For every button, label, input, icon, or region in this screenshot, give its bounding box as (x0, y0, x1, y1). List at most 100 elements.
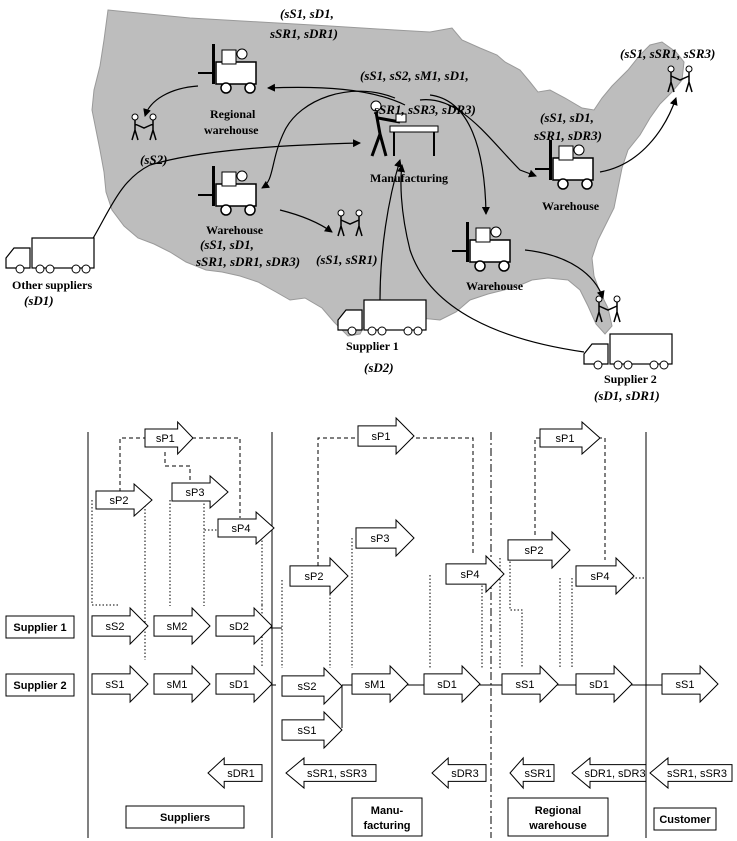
process-arrow-shape (281, 666, 343, 706)
process-arrow-shape (215, 664, 273, 704)
row-label-supplier2: Supplier 2 (13, 680, 66, 692)
process-arrow-man-sP1: sP1 (357, 416, 415, 456)
us-map (91, 9, 685, 337)
process-arrow-cus-sS1: sS1 (661, 664, 719, 704)
section-labels: Suppliers Manu- facturing Regional wareh… (125, 797, 717, 837)
process-arrow-label: sD1 (229, 679, 249, 691)
supplier1-codes: (sD2) (364, 360, 394, 375)
regional-warehouse-name-2: warehouse (204, 123, 259, 137)
supplier2-name: Supplier 2 (604, 372, 657, 386)
process-arrow-shape (661, 664, 719, 704)
flow-west-warehouse-to-customer (279, 209, 333, 233)
return-arrow-label: sDR1, sDR3 (584, 768, 645, 780)
section-label-customer: Customer (659, 814, 711, 826)
east-warehouse-name: Warehouse (542, 199, 600, 213)
regional-warehouse-codes-1: (sS1, sD1, (280, 6, 334, 21)
process-arrow-reg-sD1: sD1 (575, 664, 633, 704)
return-arrow-label: sSR1, sSR3 (667, 768, 727, 780)
process-arrow-shape (91, 664, 149, 704)
process-arrow-label: sM2 (167, 621, 188, 633)
section-label-suppliers: Suppliers (160, 812, 210, 824)
forklift-icon (198, 44, 257, 94)
process-arrow-man-sS1: sS1 (281, 710, 343, 750)
manufacturing-codes-1: (sS1, sS2, sM1, sD1, (360, 68, 469, 83)
process-arrow-label: sS2 (298, 681, 317, 693)
other-suppliers-codes: (sD1) (24, 293, 54, 308)
us-map-shape (91, 9, 685, 337)
process-arrow-man-sP2: sP2 (289, 556, 349, 596)
flow-connectors (264, 627, 662, 728)
process-arrow-man-sS2: sS2 (281, 666, 343, 706)
process-arrow-label: sS1 (516, 679, 535, 691)
process-arrow-man-sP4: sP4 (445, 554, 505, 594)
south-warehouse-name: Warehouse (466, 279, 524, 293)
return-arrow-shape (571, 756, 647, 790)
process-arrow-label: sP2 (305, 571, 324, 583)
process-arrow-shape (95, 482, 153, 518)
return-arrow-reg-return2: sDR1, sDR3 (571, 756, 647, 790)
ne-customer-codes: (sS1, sSR1, sSR3) (620, 46, 715, 61)
map-flow-arrows (91, 83, 678, 353)
process-arrow-shape (153, 664, 211, 704)
return-arrow-label: sSR1, sSR3 (307, 768, 367, 780)
process-arrow-label: sP2 (525, 545, 544, 557)
row-label-supplier1: Supplier 1 (13, 622, 66, 634)
mid-customer-codes: (sS1, sSR1) (316, 252, 377, 267)
customer-handover-icon (667, 65, 693, 93)
regional-warehouse-codes-2: sSR1, sDR1) (269, 26, 338, 41)
process-arrow-shape (171, 474, 229, 510)
process-arrow-label: sS2 (106, 621, 125, 633)
process-arrow-sup-sD2: sD2 (215, 606, 273, 646)
process-arrow-sup-sM2: sM2 (153, 606, 211, 646)
return-arrow-shape (649, 756, 733, 790)
flow-manufacturing-to-east-warehouse (419, 99, 537, 178)
section-label-manufacturing-1: Manu- (371, 805, 404, 817)
customer-handover-icon (131, 113, 157, 141)
east-warehouse-codes-1: (sS1, sD1, (540, 110, 594, 125)
process-arrow-label: sM1 (365, 679, 386, 691)
west-warehouse-codes-2: sSR1, sDR1, sDR3) (195, 254, 300, 269)
process-arrow-label: sP4 (591, 571, 610, 583)
west-warehouse-codes-1: (sS1, sD1, (200, 237, 254, 252)
process-arrow-shape (281, 710, 343, 750)
process-arrow-shape (217, 510, 275, 546)
process-arrow-label: sD1 (437, 679, 457, 691)
process-arrow-shape (355, 518, 415, 558)
process-arrow-label: sD2 (229, 621, 249, 633)
process-arrow-sup-sP1: sP1 (144, 420, 194, 456)
process-arrow-label: sP3 (186, 487, 205, 499)
process-arrow-label: sP4 (232, 523, 251, 535)
process-arrow-label: sP1 (372, 431, 391, 443)
return-arrow-cus-return: sSR1, sSR3 (649, 756, 733, 790)
process-arrow-label: sP4 (461, 569, 480, 581)
process-arrow-shape (351, 664, 409, 704)
process-arrow-shape (507, 530, 571, 570)
process-arrow-sup-sS2: sS2 (91, 606, 149, 646)
return-arrow-shape (207, 756, 263, 790)
process-arrow-label: sP3 (371, 533, 390, 545)
section-label-regional-1: Regional (535, 805, 581, 817)
process-arrow-shape (445, 554, 505, 594)
east-warehouse-codes-2: sSR1, sDR3) (533, 128, 602, 143)
process-arrow-label: sP1 (156, 433, 175, 445)
process-arrow-sup-sD1: sD1 (215, 664, 273, 704)
process-arrow-sup-sS1: sS1 (91, 664, 149, 704)
process-arrow-reg-sP2: sP2 (507, 530, 571, 570)
process-arrow-shape (575, 556, 635, 596)
flow-manufacturing-to-regional (267, 83, 406, 106)
process-arrow-shape (215, 606, 273, 646)
return-arrow-man-return: sSR1, sSR3 (285, 756, 377, 790)
process-arrow-reg-sS1: sS1 (501, 664, 559, 704)
supplier2-codes: (sD1, sDR1) (594, 388, 660, 403)
return-arrow-label: sDR3 (451, 768, 479, 780)
return-arrow-man-return2: sDR3 (431, 756, 487, 790)
flow-supplier2-to-manufacturing (397, 164, 585, 353)
process-arrow-reg-sP4: sP4 (575, 556, 635, 596)
supplier1-name: Supplier 1 (346, 339, 399, 353)
process-arrow-label: sS1 (676, 679, 695, 691)
truck-icon (583, 333, 673, 370)
return-arrow-shape (431, 756, 487, 790)
process-arrow-label: sP1 (556, 433, 575, 445)
